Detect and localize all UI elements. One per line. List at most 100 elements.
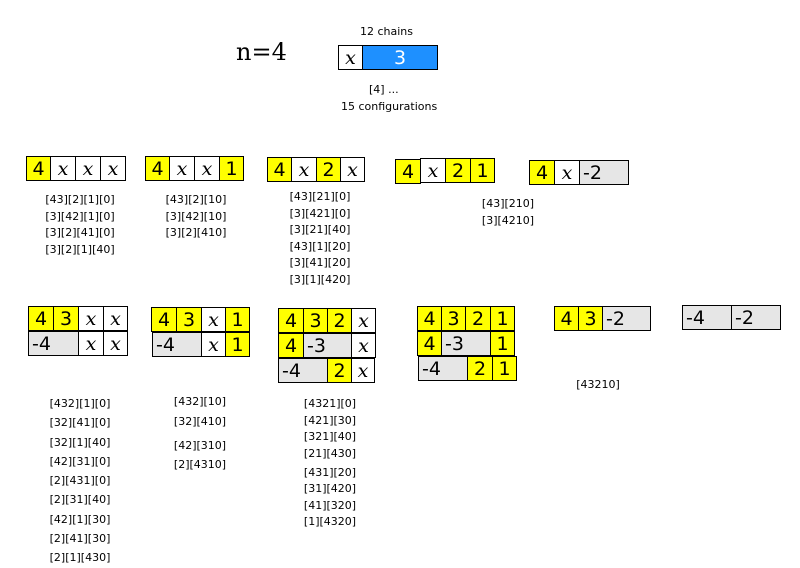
config-label: [4321][0] [303, 397, 357, 410]
config-label: [43][21][0] [289, 190, 351, 203]
tile-cell: 4 [26, 156, 51, 181]
config-label: [42][1][30] [49, 512, 111, 526]
tile-cell: 1 [470, 158, 495, 183]
config-label: [3][2][41][0] [45, 226, 115, 239]
tile-cell: 2 [445, 158, 471, 183]
tile-cell: 3 [578, 306, 603, 331]
config-label: [432][1][0] [49, 397, 111, 410]
tile-cell: 2 [327, 358, 352, 383]
config-label: [3][42][1][0] [45, 209, 115, 223]
config-label: [3][4210] [481, 213, 535, 227]
tile-cell: x [351, 333, 376, 358]
config-label: [43210] [576, 378, 620, 391]
tile-cell: -4 [152, 332, 202, 357]
tile-cell: x [100, 156, 126, 181]
tile-cell: 4 [267, 157, 292, 182]
tile-cell: x [169, 156, 195, 181]
config-label: [43][1][20] [289, 239, 351, 253]
tile-cell: 3 [176, 307, 202, 332]
config-labels: [43][210] [3][4210] [458, 196, 558, 229]
config-label: [2][431][0] [49, 474, 111, 488]
tile-cell: x [75, 156, 101, 181]
tile-cell: 3 [441, 306, 466, 331]
config-labels: [43210] [548, 377, 648, 394]
tile-cell: 4 [278, 308, 304, 333]
tile-cell: 4 [28, 306, 54, 331]
tile-cell: 3 [53, 306, 79, 331]
config-label: [43][210] [481, 197, 535, 210]
config-label: [3][42][10] [165, 209, 227, 223]
tile-cell: 1 [219, 156, 244, 181]
tile-cell: x [351, 308, 376, 333]
configurations-count-label: 15 configurations [341, 100, 438, 113]
config-label: [3][21][40] [289, 223, 351, 236]
tile-cell: -4 [278, 358, 328, 383]
config-label: [3][421][0] [289, 206, 351, 220]
tile-cell: 2 [465, 306, 491, 331]
config-label: [43][2][10] [165, 193, 227, 206]
config-label: [421][30] [303, 413, 357, 427]
tile-cell: 4 [145, 156, 170, 181]
config-label: [3][2][410] [165, 226, 227, 239]
config-labels: [43][2][10] [3][42][10] [3][2][410] [146, 192, 246, 242]
tile-cell: x [78, 306, 104, 331]
tile-cell: -2 [579, 160, 629, 185]
config-label: [2][1][430] [49, 551, 111, 565]
config-label: [31][420] [303, 482, 357, 495]
tile-cell: -3 [303, 333, 352, 358]
tile-cell: x [351, 358, 375, 383]
tile-cell: 4 [417, 331, 442, 356]
tile-cell: x [50, 156, 76, 181]
config-labels: [432][10] [32][410] [42][310] [2][4310] [150, 394, 250, 474]
config-label: [1][4320] [303, 515, 357, 528]
config-label: [21][430] [303, 446, 357, 460]
config-label: [32][410] [173, 415, 227, 428]
tile-cell: x [291, 157, 317, 182]
config-label: [32][41][0] [49, 416, 111, 430]
tile-cell: x [78, 331, 104, 356]
config-label: [42][31][0] [49, 454, 111, 468]
tile-cell: -3 [441, 331, 491, 356]
tile-cell: x [554, 160, 580, 185]
tile-cell: 2 [327, 308, 352, 333]
tile-cell: -4 [28, 331, 79, 356]
tile-cell: x [103, 306, 128, 331]
config-labels: [4321][0] [421][30] [321][40] [21][430] … [280, 396, 380, 531]
tile-cell: 4 [151, 307, 177, 332]
tile-cell: 1 [492, 356, 517, 381]
tile-cell: 1 [490, 306, 515, 331]
config-label: [43][2][1][0] [45, 193, 115, 206]
config-label: [2][4310] [173, 458, 227, 471]
config-label: [3][2][1][40] [45, 242, 115, 256]
tile-cell: 1 [490, 331, 515, 356]
partition-label: [4] ... [369, 83, 399, 96]
tile-cell: x [420, 158, 446, 183]
config-label: [32][1][40] [49, 435, 111, 449]
config-label: [2][31][40] [49, 493, 111, 507]
tile-cell: 2 [467, 356, 493, 381]
tile-cell: -2 [602, 306, 651, 331]
tile-cell: x [103, 331, 128, 356]
tile-cell: 4 [417, 306, 442, 331]
config-labels: [432][1][0] [32][41][0] [32][1][40] [42]… [30, 394, 130, 568]
tile-cell: 1 [225, 307, 250, 332]
tile-cell: -2 [731, 305, 781, 330]
config-label: [431][20] [303, 465, 357, 479]
config-label: [3][41][20] [289, 256, 351, 269]
config-label: [432][10] [173, 395, 227, 408]
chains-count-label: 12 chains [360, 25, 414, 38]
n-label: n=4 [236, 38, 287, 66]
tile-cell: x [340, 157, 365, 182]
config-label: [3][1][420] [289, 272, 351, 286]
config-label: [42][310] [173, 439, 227, 452]
tile-cell: 4 [395, 159, 421, 184]
tile-cell: 3 [303, 308, 328, 333]
tile-cell: x [201, 332, 226, 357]
tile-cell: -4 [682, 305, 732, 330]
tile-cell: 2 [316, 157, 341, 182]
tile-cell: 1 [225, 332, 250, 357]
tile-cell: -4 [418, 356, 468, 381]
legend-variable-cell: x [338, 45, 363, 70]
legend-value-cell: 3 [362, 45, 438, 70]
tile-cell: 4 [554, 306, 579, 331]
